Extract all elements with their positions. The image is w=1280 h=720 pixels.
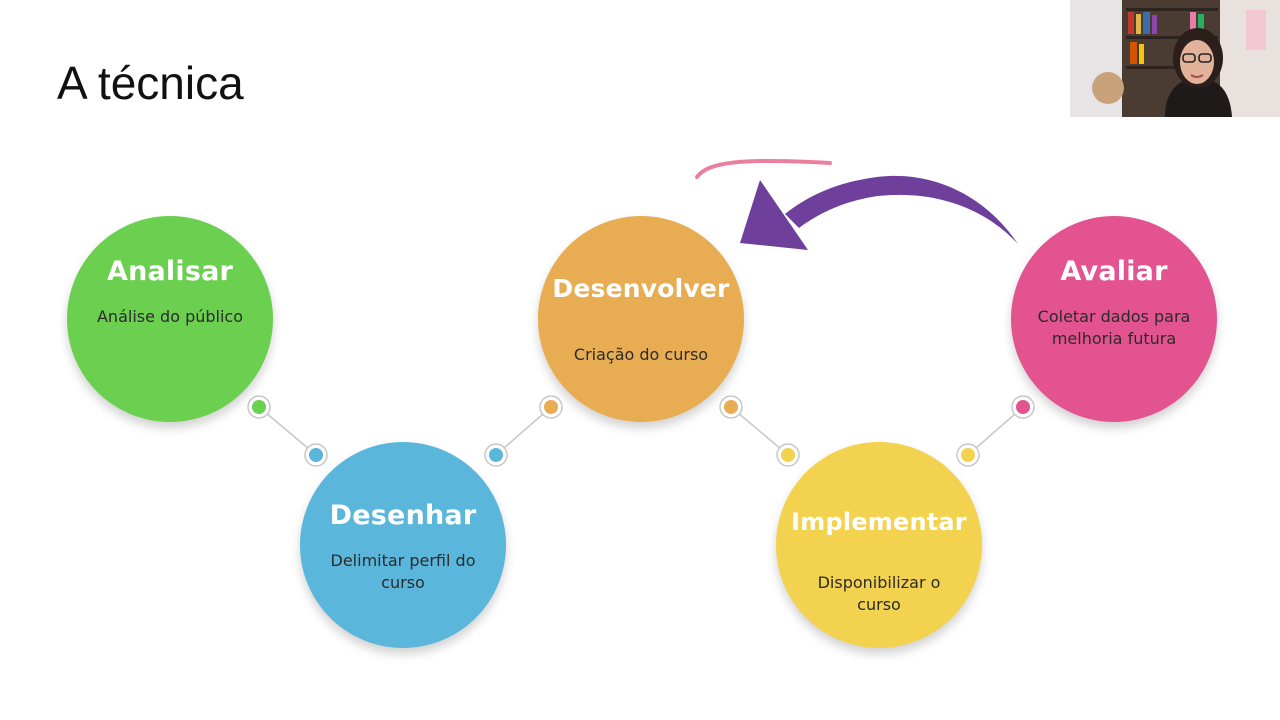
phase-desenhar: Desenhar Delimitar perfil do curso: [300, 442, 506, 648]
phase-description: Delimitar perfil do curso: [330, 551, 476, 592]
phase-description: Análise do público: [96, 307, 243, 326]
presenter-avatar: [1070, 0, 1280, 117]
phase-title: Analisar: [106, 256, 234, 287]
phase-desenvolver: Desenvolver Criação do curso: [538, 216, 744, 422]
phase-title: Desenvolver: [552, 274, 730, 303]
phase-description: Criação do curso: [573, 345, 709, 364]
phase-title: Implementar: [791, 508, 967, 536]
phase-title: Desenhar: [329, 500, 477, 531]
webcam-video: [1070, 0, 1280, 117]
phase-analisar: Analisar Análise do público: [67, 216, 273, 422]
phase-title: Avaliar: [1060, 256, 1168, 287]
phase-description: Coletar dados para melhoria futura: [1037, 307, 1191, 348]
slide-title: A técnica: [57, 57, 244, 109]
phase-implementar: Implementar Disponibilizar o curso: [776, 442, 982, 648]
connector-dots: [247, 395, 1035, 467]
phase-avaliar: Avaliar Coletar dados para melhoria futu…: [1011, 216, 1217, 422]
phase-description: Disponibilizar o curso: [817, 573, 941, 614]
